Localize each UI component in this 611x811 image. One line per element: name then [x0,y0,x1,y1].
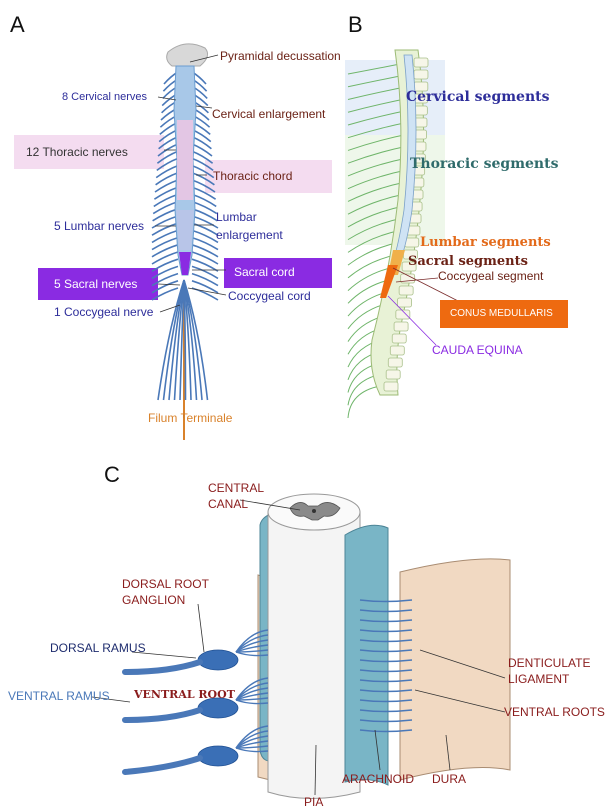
denticulate-label-1: DENTICULATE [508,657,590,669]
spinal-nerves [125,662,200,772]
ventral-roots-label: VENTRAL ROOTS [504,706,605,718]
denticulate-label-2: LIGAMENT [508,673,569,685]
dura-layer [400,559,510,780]
ganglia [198,650,238,766]
dorsal-ramus-label: DORSAL RAMUS [50,642,146,654]
pia-label: PIA [304,796,323,808]
drg-label-2: GANGLION [122,594,185,606]
arachnoid-front [345,525,388,785]
central-canal-label-1: CENTRAL [208,482,264,494]
central-canal-label-2: CANAL [208,498,248,510]
drg-label-1: DORSAL ROOT [122,578,209,590]
ventral-root-label: VENTRAL ROOT [134,689,235,700]
arachnoid-label: ARACHNOID [342,773,414,785]
ventral-ramus-label: VENTRAL RAMUS [8,690,110,702]
dura-label: DURA [432,773,466,785]
central-canal-dot [312,509,316,513]
